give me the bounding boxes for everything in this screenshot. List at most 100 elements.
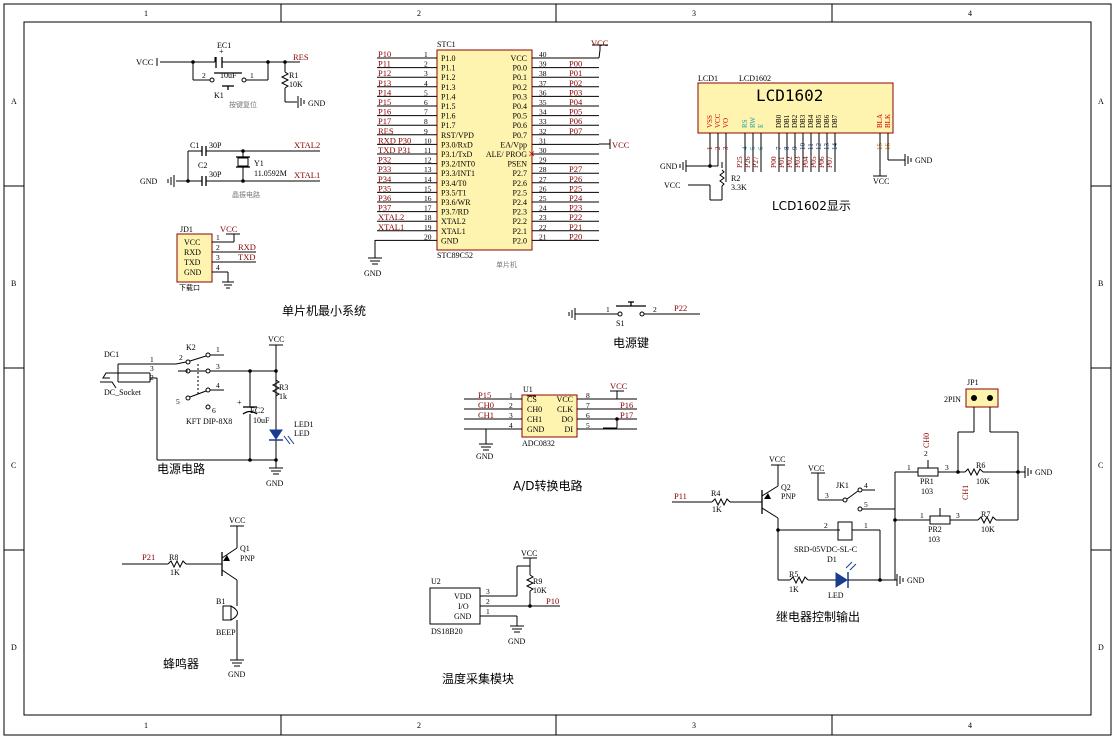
lcd-bla-vcc: VCC (873, 177, 889, 186)
r6-value: 10K (976, 477, 990, 486)
mcu-right-net: P20 (569, 231, 582, 241)
mcu-left-pin: P1.3 (441, 83, 455, 92)
mcu-right-pin: P2.7 (513, 169, 527, 178)
mcu-left-net: P35 (378, 183, 391, 193)
col-label-2-bottom: 2 (417, 721, 421, 730)
jd1-num-4: 4 (216, 263, 220, 272)
r3-label: R3 (279, 383, 288, 392)
q1-type: PNP (240, 554, 255, 563)
col-label-4-bottom: 4 (968, 721, 972, 730)
mcu-left-pin: P3.1/TxD (441, 150, 473, 159)
lcd-net: P06 (817, 156, 826, 168)
mcu-right-pin: EA/Vpp (500, 140, 527, 149)
mcu-right-num: 36 (539, 88, 547, 97)
mcu-left-net: P32 (378, 155, 391, 165)
mcu-caption: 单片机 (496, 260, 517, 269)
pr1-label: PR1 (920, 477, 934, 486)
mcu-right-num: 25 (539, 194, 547, 203)
jd1-net-vcc: VCC (220, 224, 238, 234)
c2-value: 30P (209, 170, 222, 179)
mcu-right-num: 26 (539, 184, 547, 193)
jd1-pin-txd: TXD (184, 258, 201, 267)
adc-ref: U1 (523, 385, 533, 394)
jd1-net-rxd: RXD (238, 242, 256, 252)
jd1-pin-rxd: RXD (184, 248, 201, 257)
ec2-label: EC2 (250, 406, 264, 415)
c2-label: C2 (198, 161, 207, 170)
lcd-pin-name: DB0 (775, 114, 783, 128)
mcu-left-net: P36 (378, 193, 391, 203)
mcu-right-pin: P0.1 (513, 73, 527, 82)
mcu-left-net: RES (378, 126, 394, 136)
mcu-right-pin: P0.4 (513, 102, 527, 111)
mcu-left-num: 13 (424, 165, 432, 174)
dc1-label: DC1 (104, 350, 119, 359)
s1-pin2: 2 (653, 305, 657, 314)
adc-gnd: GND (476, 452, 494, 461)
r5-value: 1K (789, 585, 799, 594)
res-net: RES (293, 52, 309, 62)
mcu-right-num: 37 (539, 79, 547, 88)
mcu-left-num: 15 (424, 184, 432, 193)
row-label-b: B (11, 279, 16, 288)
mcu-right-num: 39 (539, 60, 547, 69)
crystal-circuit: C1 30P C2 30P Y1 11.0592M XTAL2 XTAL1 GN… (140, 140, 320, 199)
mcu-right-net: P21 (569, 222, 582, 232)
mcu-left-pin: XTAL1 (441, 227, 466, 236)
mcu-right-net: P26 (569, 174, 582, 184)
p21-net: P21 (142, 552, 155, 562)
mcu-right-pin: P2.6 (513, 179, 527, 188)
adc-left-pin: CH0 (527, 405, 542, 414)
mcu-left-pin: RST/VPD (441, 131, 474, 140)
lcd-pin-name: DB5 (815, 114, 823, 128)
lcd-net: P07 (825, 156, 834, 168)
jp1-name: 2PIN (944, 395, 961, 404)
k2-part: KFT DIP-8X8 (186, 417, 232, 426)
pr2-value: 103 (928, 535, 940, 544)
dc1-pin2: 2 (150, 373, 154, 382)
jk1-pin3: 3 (825, 491, 829, 500)
r8-label: R8 (169, 553, 178, 562)
lcd-title: LCD1602 (756, 86, 823, 105)
s1-net: P22 (674, 303, 687, 313)
mcu-left-pin: P3.0/RxD (441, 140, 473, 149)
jk1-pin5: 5 (864, 500, 868, 509)
ch0-net: CH0 (922, 433, 931, 448)
mcu-left-net: TXD P31 (378, 145, 411, 155)
mcu-left-num: 19 (424, 223, 432, 232)
ds-vcc: VCC (521, 549, 537, 558)
lcd-net: P27 (751, 156, 760, 168)
mcu-left-pin: P3.6/WR (441, 198, 471, 207)
ec2-value: 10uF (253, 416, 270, 425)
ds-num-1: 1 (486, 607, 490, 616)
mcu-right-num: 23 (539, 213, 547, 222)
relay-gnd-right: GND (1035, 468, 1053, 477)
adc-right-pin: DI (565, 425, 574, 434)
crystal-gnd: GND (140, 177, 158, 186)
drawing-frame: 1 2 3 4 1 2 3 4 A B C D A B C D (3, 3, 1112, 736)
mcu-right-pin: P2.2 (513, 217, 527, 226)
c1-label: C1 (190, 141, 199, 150)
mcu-right-pin: P0.2 (513, 83, 527, 92)
ds-pin-vdd: VDD (454, 592, 472, 601)
mcu-left-pin: P1.1 (441, 64, 455, 73)
mcu-right-net: P04 (569, 97, 583, 107)
mcu-left-pin: P3.4/T0 (441, 179, 467, 188)
mcu-right-num: 22 (539, 223, 547, 232)
pr2-pin1: 1 (920, 511, 924, 520)
mcu-right-net: P03 (569, 87, 582, 97)
lcd-pin-name: BLA (876, 114, 884, 128)
jd1-label: JD1 (180, 225, 193, 234)
mcu-left-num: 17 (424, 204, 432, 213)
r4-label: R4 (711, 489, 720, 498)
mcu-left-num: 1 (424, 50, 428, 59)
mcu-left-num: 8 (424, 117, 428, 126)
ds-part: DS18B20 (431, 627, 463, 636)
s1-power-key: 1 2 S1 P22 电源键 (568, 301, 700, 350)
mcu-left-pin: P1.7 (441, 121, 455, 130)
row-label-d: D (11, 643, 17, 652)
pr1-pin2: 2 (924, 449, 928, 458)
